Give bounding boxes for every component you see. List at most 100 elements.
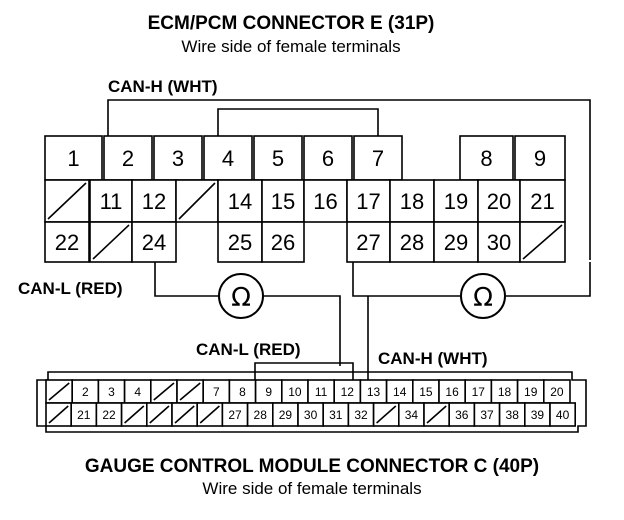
ecm-jumper-bracket: [217, 108, 379, 136]
gauge-terminal: 20: [542, 379, 571, 404]
ohm-left-symbol: Ω: [231, 283, 251, 313]
gauge-terminal: 14: [385, 379, 414, 404]
terminal-number: 4: [134, 385, 141, 399]
blank-terminal-slash: [47, 182, 87, 220]
gauge-terminal: 4: [123, 379, 152, 404]
gauge-terminal: 39: [523, 402, 551, 427]
terminal-number: 22: [102, 408, 116, 422]
can-l-wire-gauge: [263, 295, 341, 366]
blank-terminal-slash: [178, 182, 216, 220]
ecm-terminal: 12: [131, 179, 177, 223]
ecm-terminal: 2: [103, 135, 153, 181]
gauge-terminal: [120, 402, 148, 427]
ecm-terminal: 6: [303, 135, 353, 181]
terminal-number: 20: [487, 189, 511, 214]
terminal-number: 19: [524, 385, 538, 399]
ecm-terminal: 29: [433, 221, 479, 263]
gauge-terminal: [45, 379, 74, 404]
terminal-number: 36: [455, 408, 469, 422]
terminal-number: 5: [272, 146, 284, 171]
terminal-number: 7: [372, 146, 384, 171]
blank-terminal-slash: [174, 405, 195, 424]
gauge-terminal: 30: [297, 402, 325, 427]
blank-terminal-slash: [48, 382, 70, 401]
ohm-right-symbol: Ω: [473, 283, 493, 313]
ecm-connector-subtitle: Wire side of female terminals: [181, 37, 400, 56]
blank-terminal-slash: [426, 405, 447, 424]
ecm-terminal: 4: [203, 135, 253, 181]
terminal-number: 6: [322, 146, 334, 171]
can-h-bottom-label: CAN-H (WHT): [378, 349, 488, 368]
ecm-terminal: 25: [217, 221, 263, 263]
gauge-terminal: 8: [228, 379, 257, 404]
can-h-wire-meter-right: [506, 262, 591, 297]
ecm-terminal: 21: [519, 179, 566, 223]
terminal-number: 14: [393, 385, 407, 399]
ecm-terminal: 17: [346, 179, 391, 223]
can-h-top-label: CAN-H (WHT): [108, 77, 218, 96]
terminal-number: 22: [55, 230, 79, 255]
terminal-number: 39: [531, 408, 545, 422]
terminal-number: 16: [445, 385, 459, 399]
terminal-number: 20: [550, 385, 564, 399]
ecm-terminal: 28: [389, 221, 435, 263]
terminal-number: 21: [77, 408, 91, 422]
terminal-number: 18: [400, 189, 424, 214]
can-l-left-label: CAN-L (RED): [18, 279, 123, 298]
can-h-wire-top: [107, 99, 591, 260]
ecm-terminal: 24: [131, 221, 177, 263]
terminal-number: 29: [279, 408, 293, 422]
ecm-terminal: 15: [261, 179, 305, 223]
terminal-number: 8: [480, 146, 492, 171]
gauge-terminal: 3: [97, 379, 126, 404]
gauge-terminal: 32: [347, 402, 375, 427]
terminal-number: 32: [354, 408, 368, 422]
ecm-terminal: [44, 179, 90, 223]
gauge-terminal: 19: [516, 379, 545, 404]
can-l-bottom-label: CAN-L (RED): [196, 340, 301, 359]
terminal-number: 28: [254, 408, 268, 422]
ecm-terminal: 3: [153, 135, 203, 181]
terminal-number: 17: [472, 385, 486, 399]
terminal-number: 2: [82, 385, 89, 399]
blank-terminal-slash: [153, 382, 175, 401]
ecm-terminal: 16: [303, 179, 348, 223]
wires: [107, 99, 591, 380]
gauge-terminal: 34: [397, 402, 425, 427]
gauge-terminal: 21: [70, 402, 98, 427]
terminal-number: 12: [341, 385, 355, 399]
ecm-terminal: 26: [261, 221, 305, 263]
ecm-terminal: 27: [346, 221, 391, 263]
gauge-terminal: 17: [464, 379, 493, 404]
terminal-number: 27: [356, 230, 380, 255]
gauge-terminal: 13: [359, 379, 388, 404]
blank-terminal-slash: [149, 405, 170, 424]
terminal-number: 4: [222, 146, 234, 171]
gauge-terminal: 11: [307, 379, 336, 404]
gauge-terminal: 15: [411, 379, 440, 404]
ecm-terminal: [175, 179, 219, 223]
terminal-number: 3: [172, 146, 184, 171]
terminal-number: 1: [67, 146, 79, 171]
can-l-wire-ecm: [154, 262, 219, 297]
terminal-number: 3: [108, 385, 115, 399]
terminal-number: 14: [228, 189, 252, 214]
gauge-terminal: 28: [246, 402, 274, 427]
ecm-terminal: 1: [44, 135, 103, 181]
terminal-number: 26: [271, 230, 295, 255]
ecm-terminal: 5: [253, 135, 303, 181]
terminal-number: 25: [228, 230, 252, 255]
gauge-terminal: 40: [549, 402, 577, 427]
gauge-terminal: 2: [71, 379, 100, 404]
gauge-terminal: [176, 379, 205, 404]
gauge-terminal: 18: [490, 379, 519, 404]
gauge-terminal: [150, 379, 178, 404]
ecm-terminal: 8: [459, 135, 514, 181]
blank-terminal-slash: [199, 405, 220, 424]
blank-terminal-slash: [179, 382, 201, 401]
terminal-number: 29: [444, 230, 468, 255]
gauge-terminal: [146, 402, 173, 427]
terminal-number: 15: [271, 189, 295, 214]
